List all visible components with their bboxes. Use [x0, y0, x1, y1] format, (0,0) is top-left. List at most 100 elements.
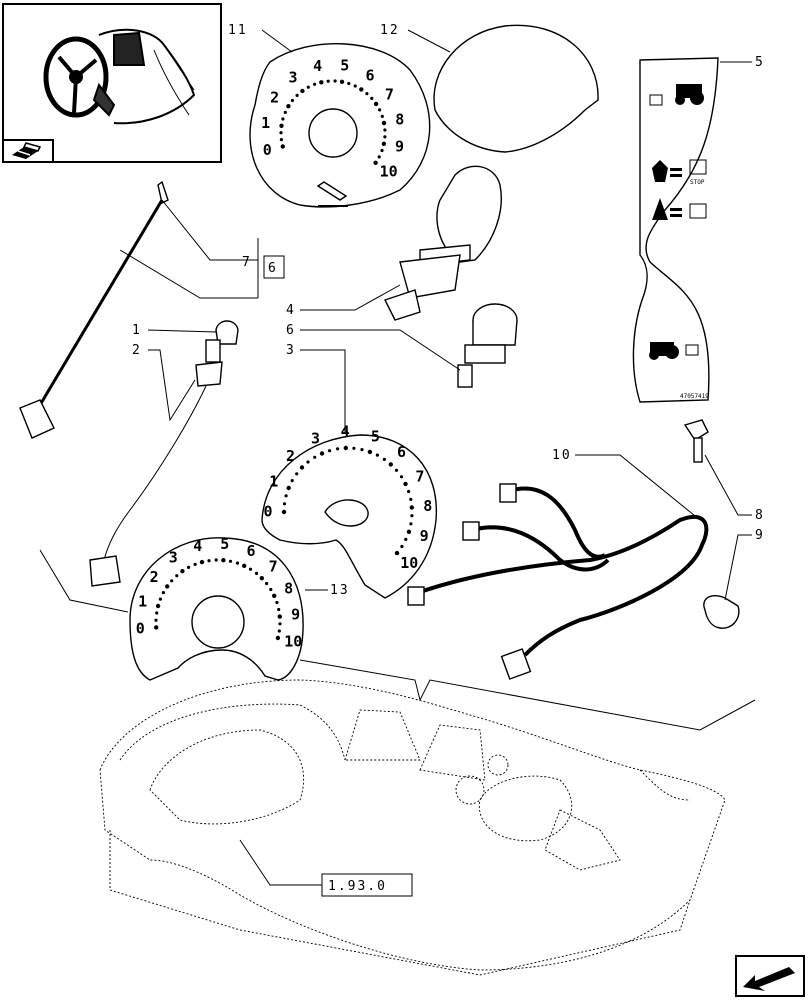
gauge-13-scale-dot: [275, 635, 281, 641]
gauge-13-scale-dot: [248, 567, 253, 571]
gauge-13-scale-dot: [272, 593, 277, 598]
gauge-11-scale-dot: [326, 79, 330, 83]
gauge-11-numeral-5: 5: [340, 57, 349, 75]
open-book-icon: [12, 142, 42, 159]
gauge-13-numeral-1: 1: [138, 592, 147, 610]
reference-label: 1.93.0: [328, 879, 387, 894]
gauge-3-numeral-2: 2: [286, 447, 295, 465]
gauge-11-scale-dot: [353, 84, 357, 88]
gauge-13-scale-dot: [228, 559, 233, 563]
gauge-3-scale-dot: [282, 502, 287, 506]
gauge-lens-12: [433, 24, 599, 153]
gauge-3-scale-dot: [343, 445, 348, 451]
decal-part-code: 47057419: [680, 393, 709, 400]
gauge-11-scale-dot: [290, 98, 294, 103]
gauge-13-scale-dot: [161, 591, 165, 595]
callout-6: 6: [286, 323, 296, 338]
gauge-13-scale-dot: [242, 563, 247, 568]
gauge-11-scale-dot: [383, 128, 387, 132]
gauge-11-scale-dot: [333, 79, 337, 83]
gauge-3-scale-dot: [399, 475, 404, 479]
gauge-13-scale-dot: [158, 597, 162, 601]
gauge-3-scale-dot: [295, 472, 299, 476]
gauge-13-scale-dot: [154, 625, 159, 630]
gauge-11-numeral-2: 2: [270, 89, 279, 107]
dashboard-housing: [99, 679, 726, 976]
gauge-3-scale-dot: [394, 550, 400, 556]
callout-10: 10: [552, 448, 572, 463]
clamp-9: [703, 594, 740, 629]
next-page-arrow-icon: [743, 967, 795, 991]
gauge-11-numeral-10: 10: [380, 163, 398, 181]
gauge-3-scale-dot: [409, 505, 414, 510]
gauge-11-numeral-4: 4: [313, 57, 322, 75]
gauge-13-numeral-9: 9: [291, 606, 300, 624]
gauge-11-scale-dot: [359, 87, 364, 92]
callout-4: 4: [286, 303, 296, 318]
gauge-11-numeral-1: 1: [261, 114, 270, 132]
section-tab[interactable]: [2, 139, 54, 163]
run-symbol-icon: [652, 198, 707, 220]
gauge-13-scale-dot: [155, 603, 161, 609]
next-page-button[interactable]: [735, 955, 805, 997]
gauge-13-numeral-5: 5: [220, 535, 229, 553]
callout-7: 7: [242, 255, 252, 270]
decal-5: STOP 47057419: [632, 57, 719, 403]
gauge-11-scale-dot: [279, 138, 283, 142]
gauge-11-scale-dot: [286, 104, 291, 109]
gauge-3-scale-dot: [336, 447, 340, 451]
gauge-3-numeral-3: 3: [311, 429, 320, 447]
gauge-11-scale-dot: [347, 81, 351, 86]
gauge-3-numeral-8: 8: [423, 497, 432, 515]
gauge-3-scale-dot: [406, 529, 412, 534]
leader-lines: [39, 29, 756, 886]
gauge-13-scale-dot: [278, 622, 282, 626]
switch-6: [457, 303, 518, 388]
gauge-11-scale-dot: [381, 120, 387, 126]
tractor-icon: [649, 342, 699, 360]
gauge-13-numeral-0: 0: [136, 619, 145, 637]
gauge-3-scale-dot: [299, 465, 305, 470]
gauge-3-scale-dot: [306, 460, 310, 464]
gauge-13-scale-dot: [265, 581, 269, 586]
gauge-11-scale-dot: [383, 135, 387, 139]
gauge-3-scale-dot: [409, 522, 413, 526]
gauge-13-numeral-4: 4: [193, 537, 202, 555]
thumbnail-view: [2, 3, 222, 163]
gauge-11-scale-dot: [306, 85, 310, 89]
gauge-11-scale-dot: [365, 92, 369, 96]
callout-9: 9: [755, 528, 765, 543]
gauge-13-scale-dot: [277, 629, 281, 633]
gauge-13-scale-dot: [193, 562, 197, 567]
gauge-3-scale-dot: [328, 449, 332, 453]
gauge-13-numeral-2: 2: [150, 568, 159, 586]
gauge-3-scale-dot: [409, 497, 413, 501]
gauge-3-scale-dot: [360, 448, 364, 452]
gauge-3-scale-dot: [410, 514, 414, 518]
callout-13: 13: [330, 583, 350, 598]
gauge-11-numeral-6: 6: [365, 67, 374, 85]
gauge-11-scale-dot: [370, 96, 374, 100]
gauge-3-scale-dot: [367, 449, 373, 455]
gauge-11-scale-dot: [283, 110, 287, 114]
gauge-3-scale-dot: [352, 446, 356, 450]
gauge-11-scale-dot: [380, 148, 384, 153]
stop-label: STOP: [690, 179, 705, 186]
gauge-13-numeral-10: 10: [284, 633, 302, 651]
gauge-13-numeral-8: 8: [284, 580, 293, 598]
gauge-3-scale-dot: [404, 537, 408, 542]
gauge-3-scale-dot: [407, 489, 411, 494]
gauge-11-scale-dot: [381, 141, 387, 146]
gauge-13-scale-dot: [221, 558, 226, 563]
cap-1: [215, 320, 239, 345]
group-box-label: 6: [268, 261, 278, 276]
gauge-3-scale-dot: [403, 481, 408, 487]
gauge-3-scale-dot: [284, 494, 288, 498]
gauge-3-numeral-5: 5: [371, 427, 380, 445]
gauge-13-scale-dot: [277, 614, 282, 619]
gauge-13-scale-dot: [235, 561, 240, 565]
gauge-13-scale-dot: [277, 607, 281, 612]
wiring-harness-10: [407, 483, 709, 680]
gauge-3-scale-dot: [290, 479, 294, 483]
